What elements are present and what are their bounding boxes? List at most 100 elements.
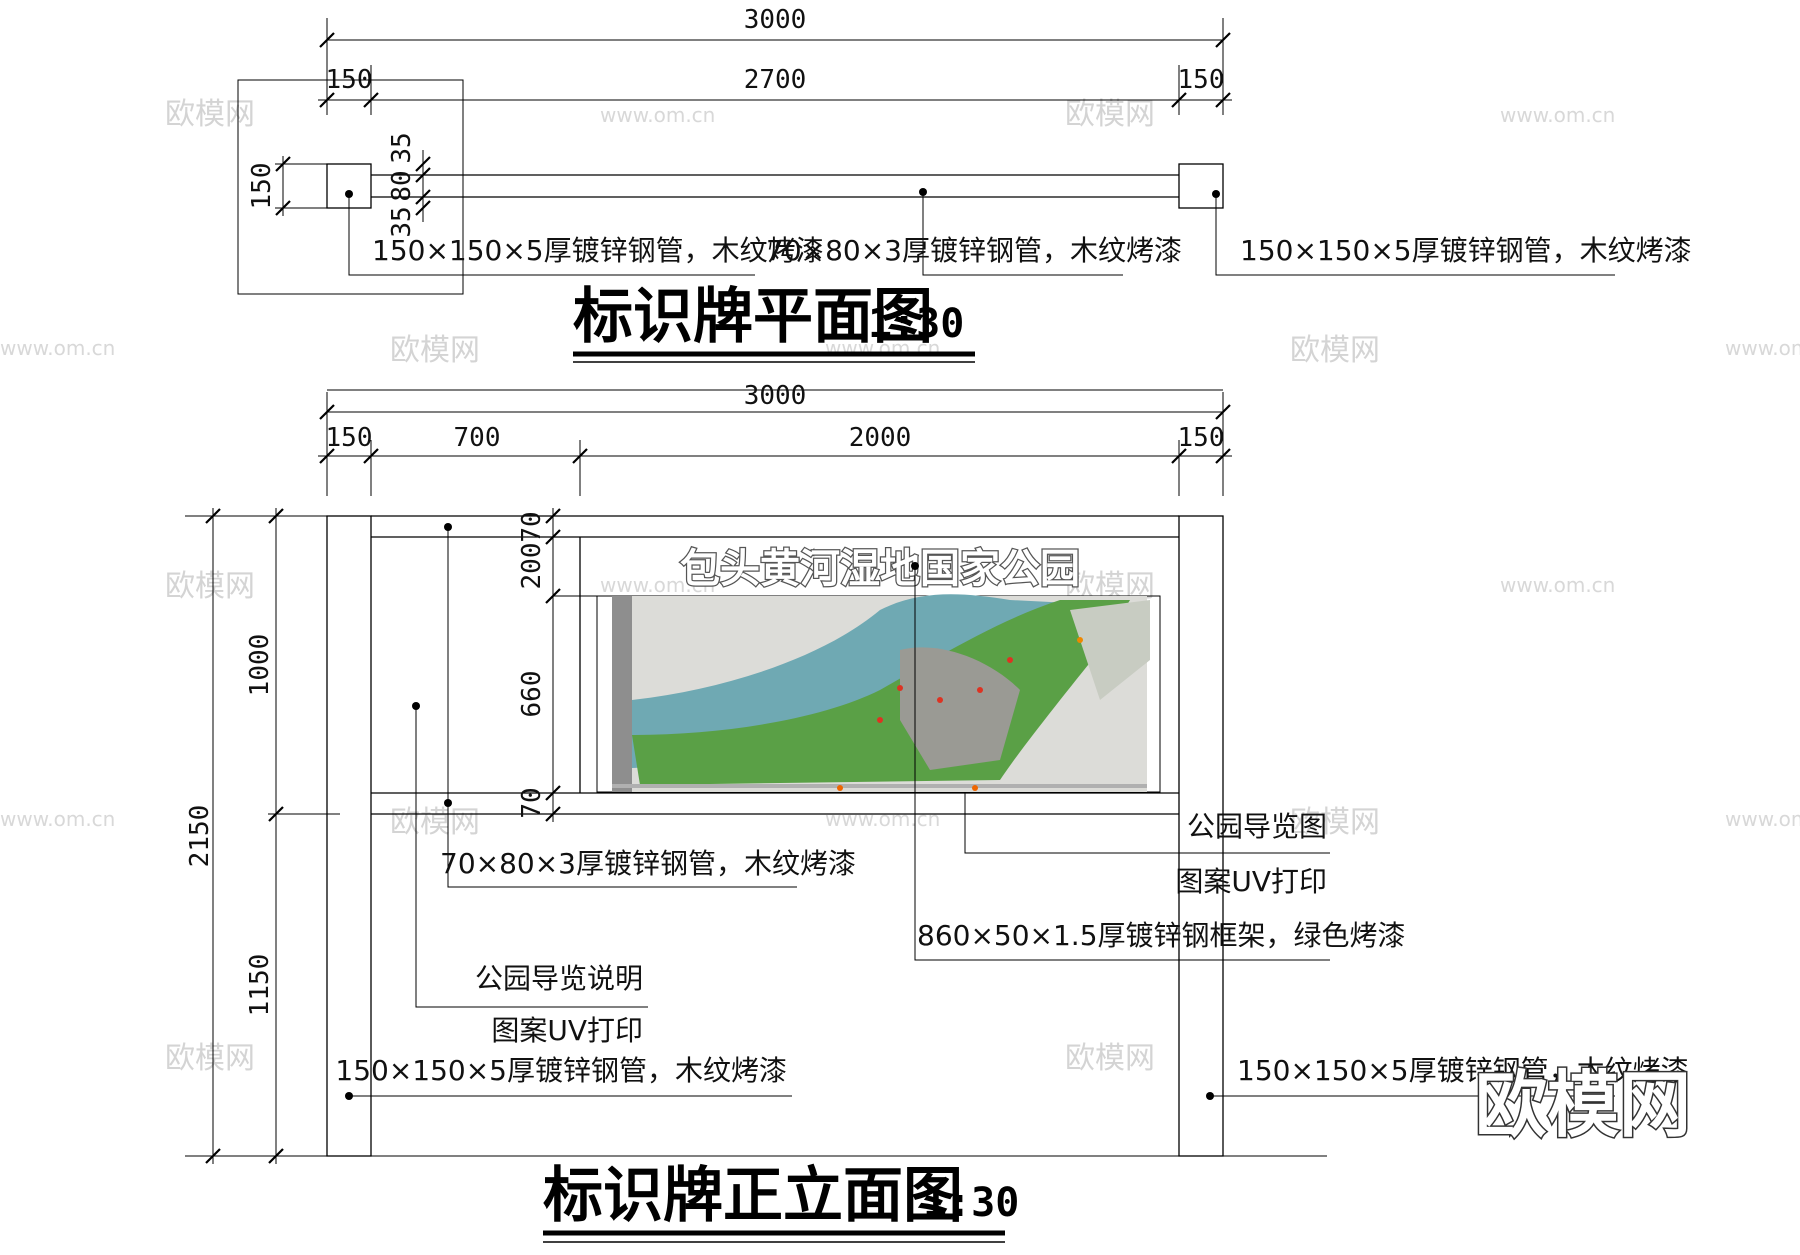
dim-label-height-total: 2150 [185, 805, 215, 868]
dim-label-band: 200 [517, 543, 547, 590]
dim-tick [319, 404, 335, 420]
dim-label-post-depth: 150 [247, 163, 277, 210]
note-text-label-2: 图案UV打印 [491, 1014, 643, 1047]
note-map-label-1: 公园导览图 [1187, 810, 1327, 843]
dim-tick [363, 92, 379, 108]
watermark-url: www.om.cn [1725, 336, 1800, 360]
dim-tick [275, 156, 291, 172]
dim-label-text-panel: 700 [454, 423, 501, 453]
dim-label-map-height: 660 [517, 671, 547, 718]
dim-tick [1171, 92, 1187, 108]
dim-tick [1215, 404, 1231, 420]
dim-label-rail-top: 70 [517, 511, 547, 542]
leader-line [964, 793, 1330, 854]
dim-tick [545, 529, 561, 545]
leader-line [447, 527, 797, 888]
leader-line [348, 194, 755, 276]
watermark-url: www.om.cn [1500, 103, 1615, 127]
dim-tick [268, 806, 284, 822]
elevation-title: 标识牌正立面图 [543, 1161, 963, 1231]
watermark: 欧模网 [1065, 97, 1155, 132]
dim-tick [205, 1148, 221, 1164]
map-marker [972, 785, 978, 791]
watermark: 欧模网 [165, 97, 255, 132]
dim-tick [415, 189, 431, 205]
dim-label-rail-bottom: 35 [387, 206, 417, 237]
watermark: 欧模网 [1290, 805, 1380, 840]
dim-label-lower: 1150 [245, 954, 275, 1017]
brand-logo: 欧模网 [1475, 1063, 1691, 1147]
map-field [1070, 600, 1150, 700]
leader-line [415, 706, 648, 1008]
dim-tick [1215, 448, 1231, 464]
dim-tick [415, 167, 431, 183]
watermarks: 欧模网 www.om.cn 欧模网 www.om.cn www.om.cn 欧模… [0, 97, 1800, 1076]
dim-label-upper: 1000 [245, 634, 275, 697]
watermark: 欧模网 [390, 805, 480, 840]
map-marker [937, 697, 943, 703]
note-frame: 860×50×1.5厚镀锌钢框架，绿色烤漆 [917, 919, 1406, 952]
plan-title: 标识牌平面图 [573, 282, 933, 352]
dim-tick [1171, 448, 1187, 464]
dim-tick [545, 785, 561, 801]
note-text-label-1: 公园导览说明 [475, 962, 643, 995]
plan-scale: 1:30 [868, 301, 964, 347]
map-marker [1077, 637, 1083, 643]
dim-tick [415, 156, 431, 172]
leader-line [1215, 194, 1615, 276]
dim-tick [268, 1148, 284, 1164]
leader-line [922, 192, 1123, 276]
elevation-view: 3000 150 700 2000 150 包头黄河湿地国家公园 [185, 381, 1689, 1243]
map-marker [897, 685, 903, 691]
elevation-scale: 1:30 [923, 1180, 1019, 1226]
dim-tick [1215, 32, 1231, 48]
dim-label-right-post: 150 [1178, 423, 1225, 453]
watermark: 欧模网 [1290, 333, 1380, 368]
dim-tick [545, 508, 561, 524]
dim-tick [415, 200, 431, 216]
watermark: 欧模网 [165, 569, 255, 604]
note-right-post: 150×150×5厚镀锌钢管，木纹烤漆 [1237, 1054, 1689, 1087]
map-marker [877, 717, 883, 723]
map-road [612, 596, 632, 792]
dim-label-rail-top: 35 [387, 132, 417, 163]
map-marker [837, 785, 843, 791]
map-marker [977, 687, 983, 693]
detail-box [237, 79, 464, 295]
watermark-url: www.om.cn [1725, 807, 1800, 831]
watermark-url: www.om.cn [825, 807, 940, 831]
map-plaza [900, 647, 1020, 770]
dim-label-span: 2700 [744, 65, 807, 95]
note-rail: 70×80×3厚镀锌钢管，木纹烤漆 [766, 234, 1182, 267]
dim-tick [275, 200, 291, 216]
note-left-post: 150×150×5厚镀锌钢管，木纹烤漆 [372, 234, 824, 267]
dim-tick [319, 448, 335, 464]
dim-tick [319, 32, 335, 48]
dim-label-right-post: 150 [1178, 65, 1225, 95]
note-map-label-2: 图案UV打印 [1175, 865, 1327, 898]
leader-line [914, 566, 1330, 961]
dim-label-total: 3000 [744, 381, 807, 411]
dim-tick [363, 448, 379, 464]
dim-tick [572, 448, 588, 464]
note-left-post: 150×150×5厚镀锌钢管，木纹烤漆 [335, 1054, 787, 1087]
dim-label-map-panel: 2000 [849, 423, 912, 453]
dim-label-rail: 80 [387, 170, 417, 201]
plan-view: 3000 150 2700 150 150 35 80 [237, 5, 1692, 363]
note-right-post: 150×150×5厚镀锌钢管，木纹烤漆 [1240, 234, 1692, 267]
watermark: 欧模网 [1065, 1041, 1155, 1076]
note-rail: 70×80×3厚镀锌钢管，木纹烤漆 [440, 847, 856, 880]
plan-right-post [1178, 163, 1224, 209]
dim-label-left-post: 150 [326, 423, 373, 453]
watermark-url: www.om.cn [1500, 573, 1615, 597]
dim-label-rail-bottom: 70 [517, 787, 547, 818]
watermark-url: www.om.cn [0, 807, 115, 831]
dim-label-total: 3000 [744, 5, 807, 35]
map-title: 包头黄河湿地国家公园 [680, 546, 1080, 592]
watermark-url: www.om.cn [600, 573, 715, 597]
dim-tick [545, 806, 561, 822]
dim-tick [268, 508, 284, 524]
park-map [612, 594, 1150, 792]
map-marker [1007, 657, 1013, 663]
